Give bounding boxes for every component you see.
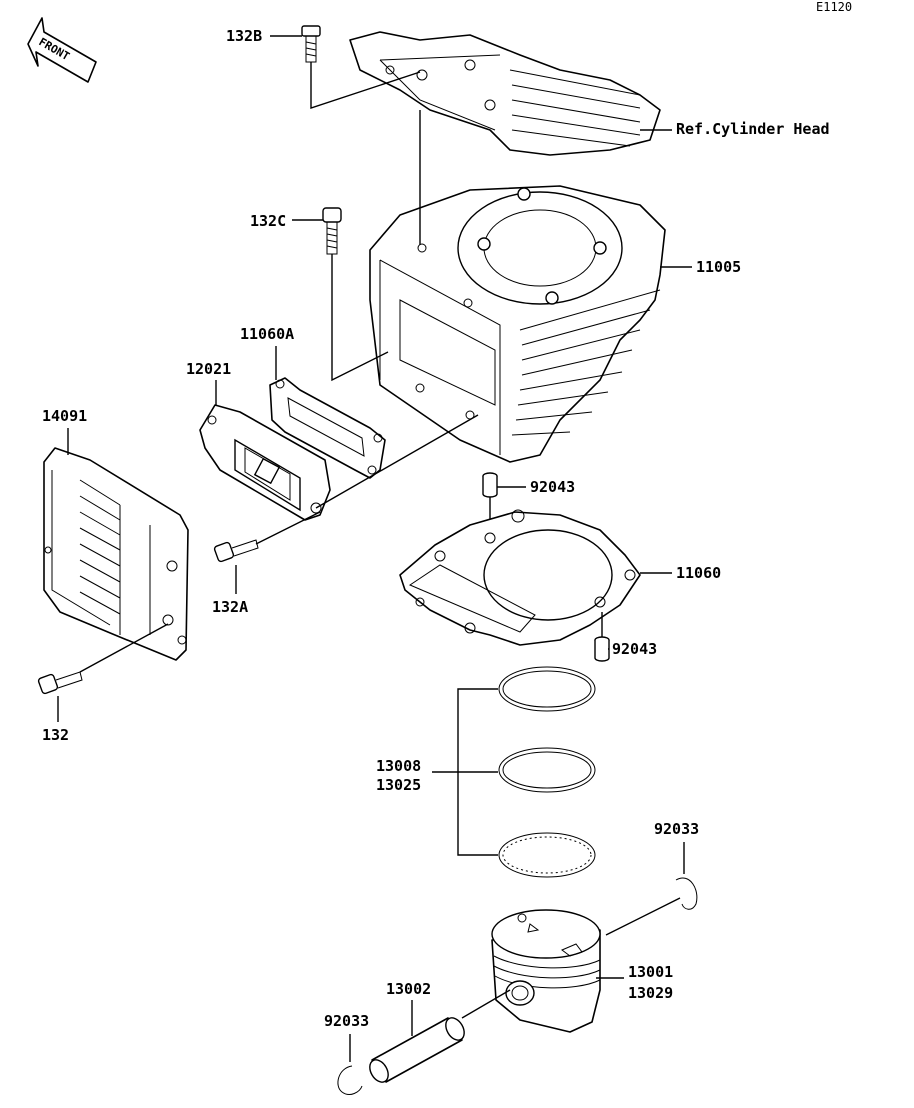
bolt-132a	[213, 539, 259, 563]
label-11060a: 11060A	[240, 325, 294, 343]
bolt-132b	[301, 25, 321, 63]
circlip-92033-right	[675, 877, 698, 910]
dowel-92043-bottom	[594, 636, 610, 662]
label-13001: 13001	[628, 963, 673, 981]
piston-ring-second	[498, 747, 596, 793]
label-92043-top: 92043	[530, 478, 575, 496]
label-132a: 132A	[212, 598, 248, 616]
piston-ring-top	[498, 666, 596, 712]
label-92043-bottom: 92043	[612, 640, 657, 658]
reed-valve-12021	[199, 404, 331, 521]
label-13029: 13029	[628, 984, 673, 1002]
label-13025: 13025	[376, 776, 421, 794]
piston-pin-13002	[369, 1017, 465, 1083]
label-11060: 11060	[676, 564, 721, 582]
front-arrow-icon: FRONT	[27, 17, 97, 83]
gasket-11060	[399, 509, 641, 646]
label-132c: 132C	[250, 212, 286, 230]
bolt-132	[37, 671, 83, 695]
piston-13001	[491, 909, 601, 1033]
label-14091: 14091	[42, 407, 87, 425]
label-13008: 13008	[376, 757, 421, 775]
diagram-id-code: E1120	[816, 0, 852, 14]
bolt-132c	[322, 207, 342, 255]
piston-ring-oil	[498, 832, 596, 878]
label-12021: 12021	[186, 360, 231, 378]
cylinder-11005	[369, 185, 666, 463]
label-11005: 11005	[696, 258, 741, 276]
label-13002: 13002	[386, 980, 431, 998]
gasket-11060a	[269, 377, 386, 479]
cover-14091	[43, 447, 189, 661]
label-132b: 132B	[226, 27, 262, 45]
label-132: 132	[42, 726, 69, 744]
label-ref-cylinder-head: Ref.Cylinder Head	[676, 120, 830, 138]
circlip-92033-left	[337, 1065, 363, 1095]
label-92033-left: 92033	[324, 1012, 369, 1030]
label-92033-right: 92033	[654, 820, 699, 838]
dowel-92043-top	[482, 472, 498, 498]
cylinder-head-reference	[349, 31, 661, 156]
